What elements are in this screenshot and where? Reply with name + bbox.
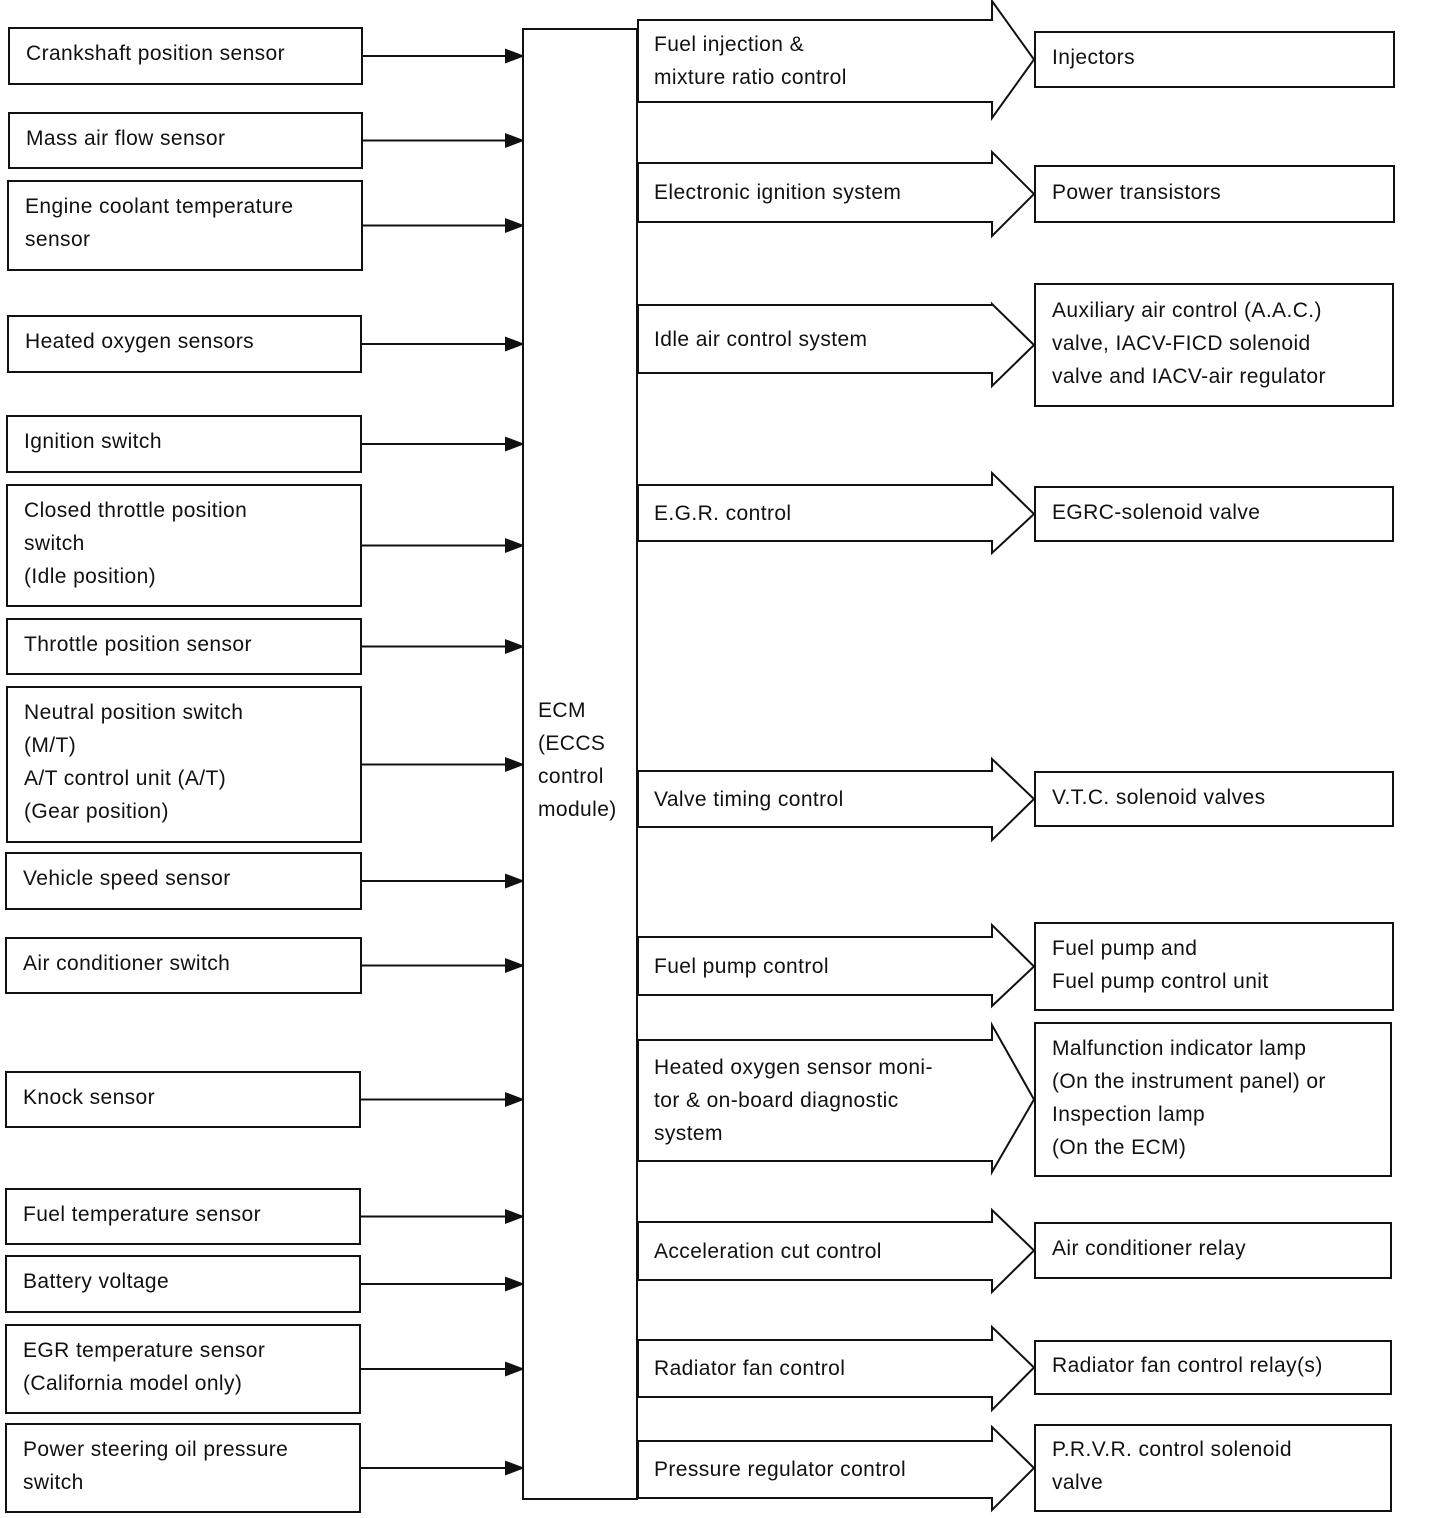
output-label: EGRC-solenoid valve	[1052, 501, 1261, 524]
input-arrow-head	[505, 1276, 525, 1292]
control-arrow	[637, 149, 1036, 239]
ecm-block: ECM (ECCS control module)	[522, 28, 638, 1500]
output-box: Malfunction indicator lamp (On the instr…	[1034, 1022, 1392, 1177]
control-label: Electronic ignition system	[654, 181, 902, 204]
control-label-area: Electronic ignition system	[638, 163, 992, 222]
input-label: Fuel temperature sensor	[23, 1203, 261, 1226]
output-label: V.T.C. solenoid valves	[1052, 786, 1266, 809]
control-label: Heated oxygen sensor moni- tor & on-boar…	[654, 1056, 933, 1145]
input-box: Mass air flow sensor	[8, 112, 363, 169]
control-arrow	[637, 1324, 1036, 1413]
output-box: Auxiliary air control (A.A.C.) valve, IA…	[1034, 283, 1394, 407]
input-arrow-head	[505, 1460, 525, 1476]
output-label: Fuel pump and Fuel pump control unit	[1052, 937, 1269, 993]
control-label: Idle air control system	[654, 328, 868, 351]
output-box: Radiator fan control relay(s)	[1034, 1340, 1392, 1395]
input-box: Closed throttle position switch (Idle po…	[6, 484, 362, 607]
input-label: Knock sensor	[23, 1086, 156, 1109]
input-arrow-head	[505, 538, 525, 553]
input-arrow-head	[505, 873, 525, 889]
control-label: Radiator fan control	[654, 1357, 846, 1380]
input-box: Knock sensor	[5, 1071, 361, 1128]
input-box: Heated oxygen sensors	[7, 315, 362, 373]
control-label-area: Acceleration cut control	[638, 1222, 992, 1280]
output-label: P.R.V.R. control solenoid valve	[1052, 1438, 1292, 1494]
output-box: Injectors	[1034, 31, 1395, 88]
control-arrow	[637, 1021, 1036, 1176]
input-label: Closed throttle position switch (Idle po…	[24, 499, 248, 588]
input-label: Neutral position switch (M/T) A/T contro…	[24, 701, 244, 823]
control-label-area: Valve timing control	[638, 771, 992, 827]
output-label: Power transistors	[1052, 181, 1222, 204]
input-box: Vehicle speed sensor	[5, 852, 362, 910]
input-label: Throttle position sensor	[24, 633, 252, 656]
control-arrow	[637, 922, 1036, 1009]
output-box: EGRC-solenoid valve	[1034, 486, 1394, 542]
input-box: Ignition switch	[6, 415, 362, 473]
control-label: Acceleration cut control	[654, 1240, 882, 1263]
input-label: EGR temperature sensor (California model…	[23, 1339, 266, 1395]
output-label: Malfunction indicator lamp (On the instr…	[1052, 1037, 1326, 1159]
control-label: Fuel injection & mixture ratio control	[654, 33, 847, 89]
control-arrow	[637, 756, 1036, 843]
control-label-area: Fuel injection & mixture ratio control	[638, 20, 992, 102]
input-box: Air conditioner switch	[5, 937, 362, 994]
input-arrow-head	[505, 336, 525, 352]
output-label: Injectors	[1052, 46, 1135, 69]
control-label-area: Idle air control system	[638, 305, 992, 373]
input-arrow-head	[505, 133, 525, 148]
input-box: Battery voltage	[5, 1255, 361, 1313]
input-label: Mass air flow sensor	[26, 127, 226, 150]
control-arrow	[637, 1207, 1036, 1295]
input-box: Fuel temperature sensor	[5, 1188, 361, 1245]
input-arrow-head	[505, 639, 525, 654]
input-arrow-head	[505, 48, 525, 64]
input-label: Power steering oil pressure switch	[23, 1438, 289, 1494]
input-label: Crankshaft position sensor	[26, 42, 286, 65]
output-label: Auxiliary air control (A.A.C.) valve, IA…	[1052, 299, 1326, 388]
input-box: Throttle position sensor	[6, 618, 362, 675]
control-label-area: Radiator fan control	[638, 1340, 992, 1397]
input-box: Engine coolant temperature sensor	[7, 180, 363, 271]
input-arrow-head	[505, 436, 525, 452]
input-arrow-head	[505, 1361, 525, 1377]
input-arrow-head	[505, 218, 525, 233]
output-box: Fuel pump and Fuel pump control unit	[1034, 922, 1394, 1011]
output-box: P.R.V.R. control solenoid valve	[1034, 1424, 1392, 1512]
control-arrow	[637, 301, 1036, 389]
control-arrow	[637, 470, 1036, 556]
control-label: Fuel pump control	[654, 955, 829, 978]
input-arrow-head	[505, 958, 525, 973]
input-label: Air conditioner switch	[23, 952, 231, 975]
control-arrow	[637, 0, 1036, 122]
output-label: Radiator fan control relay(s)	[1052, 1354, 1323, 1377]
input-box: Power steering oil pressure switch	[5, 1423, 361, 1513]
input-label: Engine coolant temperature sensor	[25, 195, 294, 251]
control-label-area: Fuel pump control	[638, 937, 992, 995]
input-arrow-head	[505, 757, 525, 772]
control-label-area: E.G.R. control	[638, 485, 992, 541]
input-label: Ignition switch	[24, 430, 162, 453]
control-label: Pressure regulator control	[654, 1458, 907, 1481]
input-label: Battery voltage	[23, 1270, 170, 1293]
output-box: Air conditioner relay	[1034, 1222, 1392, 1279]
control-label-area: Heated oxygen sensor moni- tor & on-boar…	[638, 1040, 992, 1161]
ecm-label: ECM (ECCS control module)	[538, 699, 617, 821]
input-label: Vehicle speed sensor	[23, 867, 231, 890]
input-label: Heated oxygen sensors	[25, 330, 255, 353]
input-box: Crankshaft position sensor	[8, 27, 363, 85]
control-label-area: Pressure regulator control	[638, 1441, 992, 1498]
input-box: Neutral position switch (M/T) A/T contro…	[6, 686, 362, 843]
output-label: Air conditioner relay	[1052, 1237, 1246, 1260]
control-label: E.G.R. control	[654, 502, 792, 525]
input-arrow-head	[505, 1209, 525, 1224]
control-arrow	[637, 1424, 1036, 1513]
output-box: Power transistors	[1034, 165, 1395, 223]
input-arrow-head	[505, 1092, 525, 1107]
control-label: Valve timing control	[654, 788, 844, 811]
output-box: V.T.C. solenoid valves	[1034, 771, 1394, 827]
input-box: EGR temperature sensor (California model…	[5, 1324, 361, 1414]
